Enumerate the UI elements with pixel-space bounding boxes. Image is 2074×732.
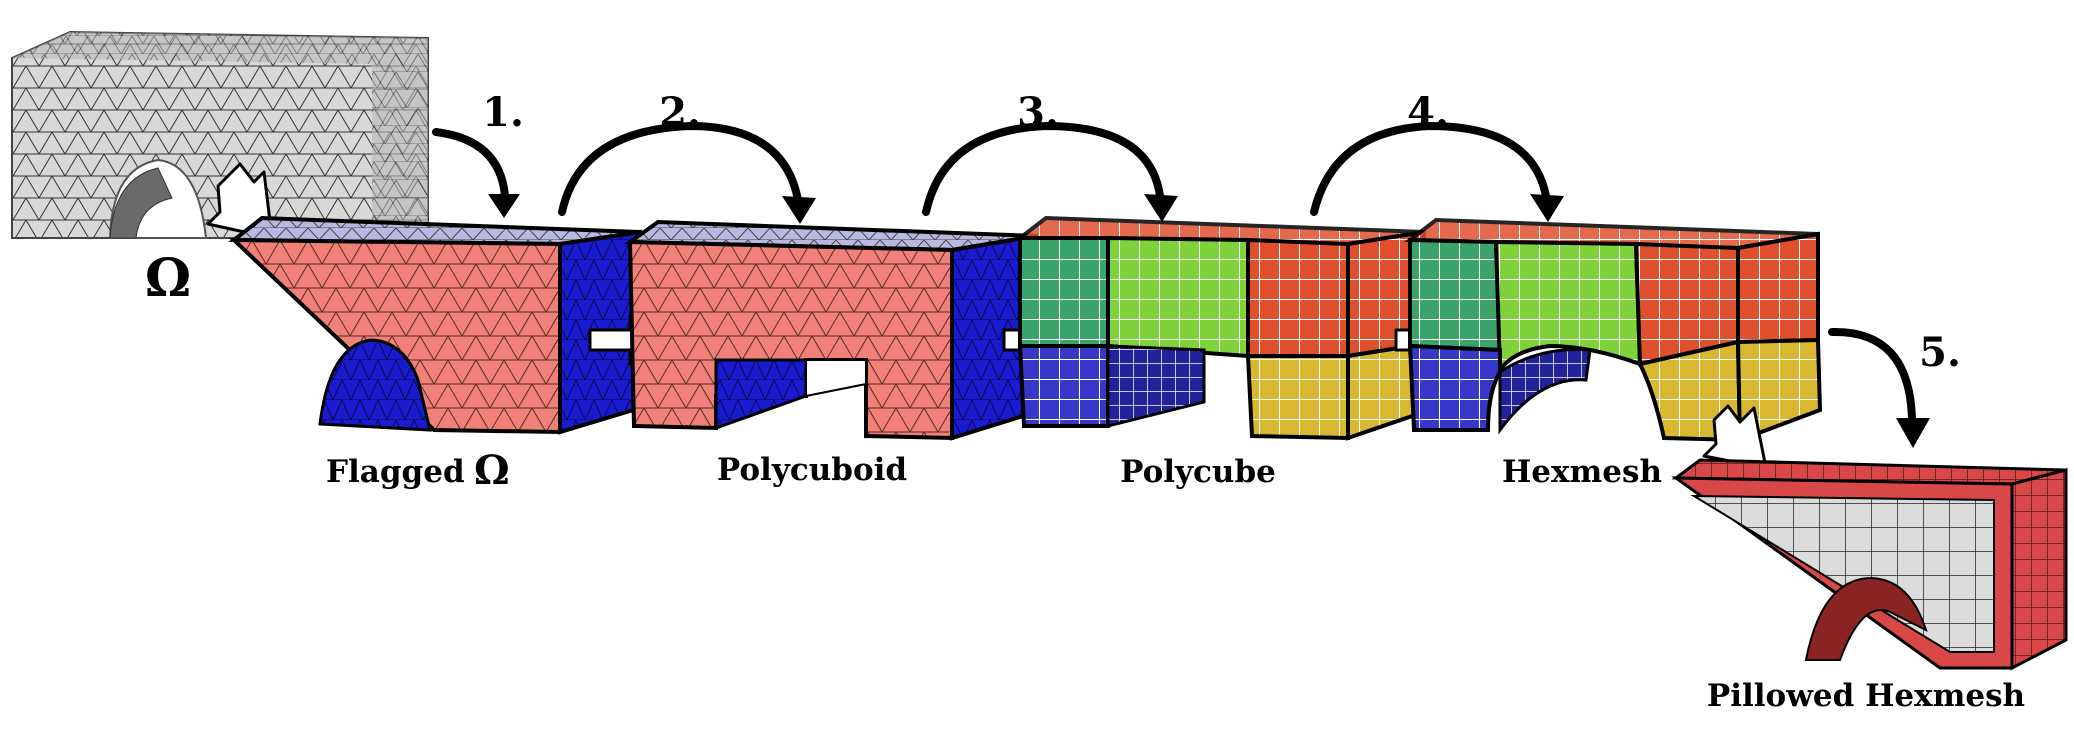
hexmesh-mesh bbox=[1404, 217, 1823, 443]
flagged-omega-caption: Flagged bbox=[326, 454, 465, 490]
step-5-label: 5. bbox=[1919, 329, 1961, 376]
pillowed-hexmesh-caption: Pillowed Hexmesh bbox=[1707, 678, 2025, 714]
step-4-label: 4. bbox=[1407, 89, 1449, 136]
polycube-caption: Polycube bbox=[1120, 454, 1276, 490]
hexmesh-to-pillowed-arrow bbox=[1702, 404, 1768, 470]
flagged-omega-mesh bbox=[228, 215, 642, 435]
omega-label: Ω bbox=[145, 248, 191, 309]
step-5-arrow bbox=[1828, 327, 1916, 424]
step-3-label: 3. bbox=[1017, 89, 1059, 136]
step-4-arrow bbox=[1310, 121, 1550, 216]
hexmesh-caption: Hexmesh bbox=[1502, 454, 1662, 490]
step-2-label: 2. bbox=[659, 89, 701, 136]
step-3-arrow bbox=[922, 121, 1164, 216]
step-1-arrow bbox=[432, 128, 509, 200]
step-1-label: 1. bbox=[482, 89, 524, 136]
step-2-arrow bbox=[558, 121, 802, 216]
omega-tet-mesh bbox=[11, 30, 429, 240]
polycuboid-mesh bbox=[623, 219, 1038, 441]
polycube-mesh bbox=[1014, 215, 1426, 441]
flagged-omega-symbol: Ω bbox=[474, 447, 510, 494]
pillowed-hexmesh-mesh bbox=[1671, 458, 2068, 671]
polycuboid-caption: Polycuboid bbox=[717, 452, 907, 488]
omega-to-flagged-arrow bbox=[206, 162, 274, 240]
